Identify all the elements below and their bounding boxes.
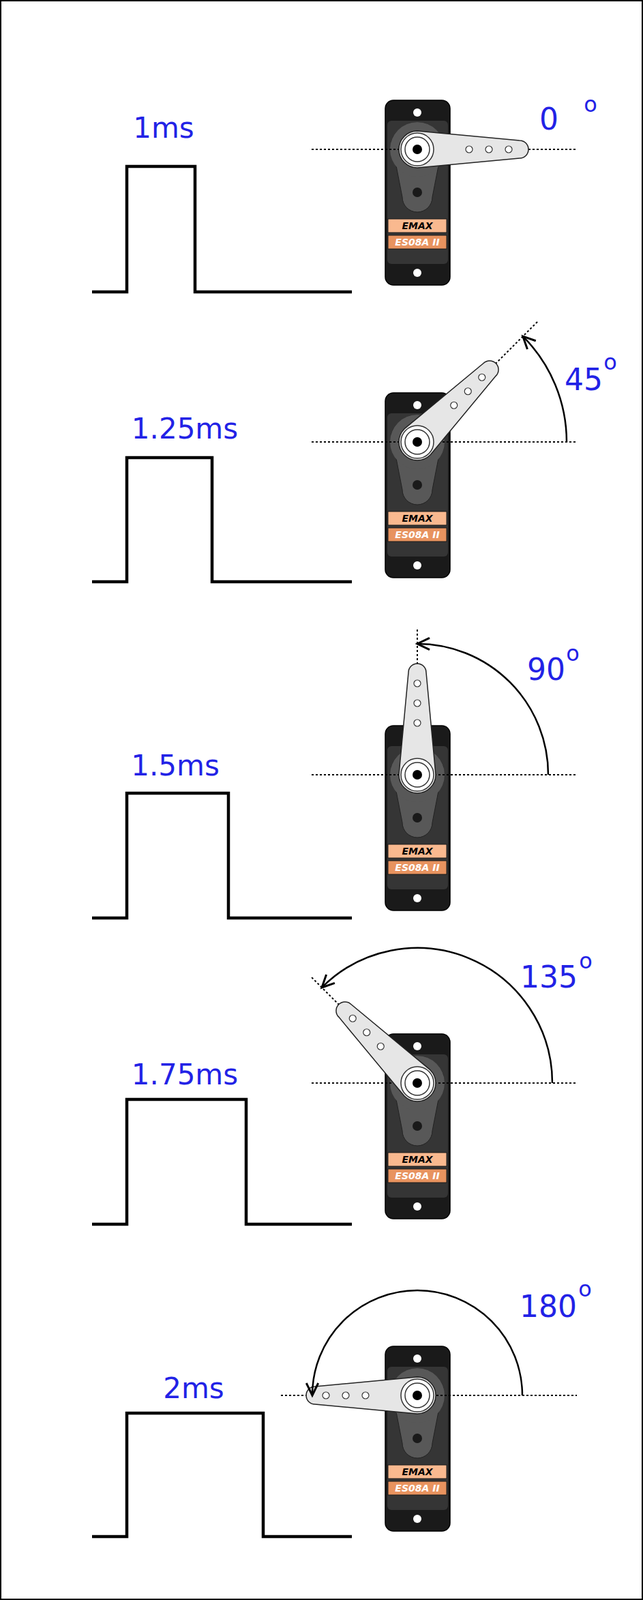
pulse-wave [92,793,352,918]
model-text: ES08A II [394,862,440,873]
servo-body [385,1346,451,1531]
pulse-width-label: 1ms [132,113,195,143]
degree-mark: o [603,351,618,373]
angle-arc [522,336,567,442]
pulse-width-label: 1.5ms [130,751,220,781]
angle-label: 45 [564,364,603,395]
pulse-wave [92,166,352,292]
degree-mark: o [578,1277,592,1300]
angle-label: 90 [527,654,566,685]
degree-mark: o [578,949,593,972]
reference-line [311,1082,577,1084]
brand-text: EMAX [401,513,433,523]
degree-mark: o [565,642,580,665]
model-text: ES08A II [394,237,440,247]
arrow-head [321,974,335,988]
degree-mark: o [583,93,598,116]
model-text: ES08A II [394,1483,440,1493]
angle-label: 180 [519,1291,577,1322]
angle-arc [312,1290,523,1396]
arrow-head [522,336,536,350]
pulse-wave [92,1099,352,1224]
servo-horn [391,350,510,469]
pulse-width-label: 2ms [162,1373,225,1403]
servo-horn [398,663,436,794]
pulse-wave [92,457,352,582]
angle-arc [321,947,553,1083]
brand-text: EMAX [401,1466,433,1477]
model-text: ES08A II [394,529,440,540]
servo-body [385,100,451,286]
reference-line [311,441,577,443]
pulse-width-label: 1.75ms [131,1060,238,1089]
brand-text: EMAX [401,846,433,856]
servo-horn [325,991,444,1110]
arrow-head [306,1382,318,1396]
brand-text: EMAX [401,220,433,231]
brand-text: EMAX [401,1154,433,1164]
model-text: ES08A II [394,1170,440,1181]
angle-label: 0 [539,104,559,135]
servo-horn [398,130,529,168]
reference-line [311,773,577,776]
pulse-wave [92,1412,352,1537]
arrow-head [417,637,430,650]
pulse-width-label: 1.25ms [131,414,238,444]
angle-label: 135 [520,962,578,993]
servo-horn [306,1376,436,1414]
